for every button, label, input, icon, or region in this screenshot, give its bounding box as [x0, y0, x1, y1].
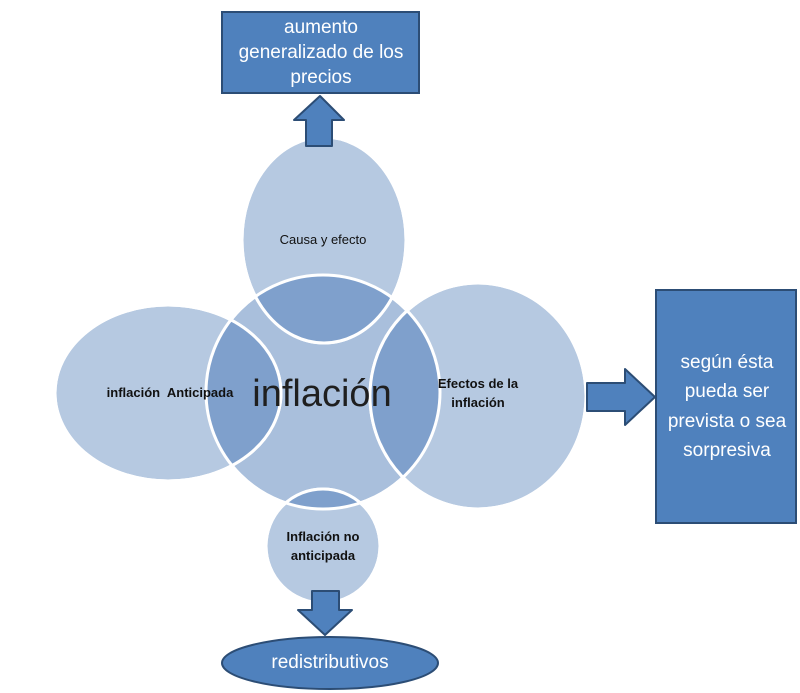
top-box-label: aumento generalizado de los precios: [238, 16, 404, 89]
right-box: [655, 289, 797, 524]
bottom-ellipse-label: redistributivos: [271, 652, 389, 674]
top-box: [221, 11, 420, 94]
bottom-ellipse: [221, 636, 439, 690]
up-arrow: [293, 95, 345, 147]
right-circle-label: Efectos de la inflación: [437, 376, 519, 410]
down-arrow: [297, 590, 353, 636]
overlap-left: [206, 305, 281, 481]
right-box-label: según ésta pueda ser prevista o sea sorp…: [667, 351, 787, 461]
bottom-circle-label: Inflación no anticipada: [286, 529, 360, 563]
left-circle-label: inflación Anticipada: [106, 384, 234, 400]
overlap-top: [242, 275, 406, 343]
right-arrow: [586, 368, 656, 426]
center-label: inflación: [252, 373, 392, 416]
top-circle-label: Causa y efecto: [279, 231, 367, 247]
